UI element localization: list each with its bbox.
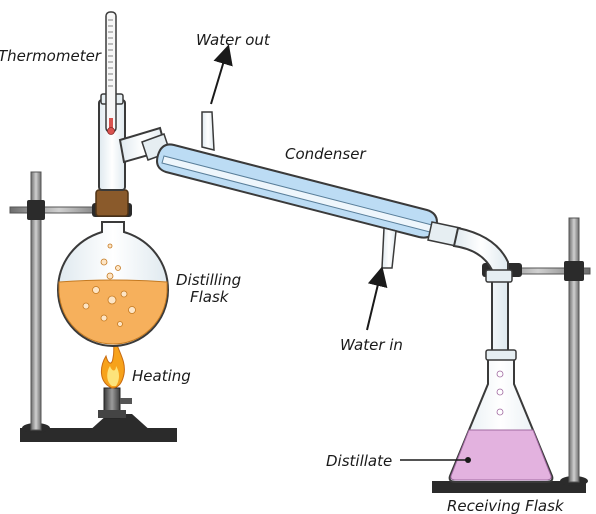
left-clamp-boss (27, 200, 45, 220)
adapter-joint (485, 269, 513, 283)
right-clamp-boss (564, 261, 584, 281)
right-retort-stand (432, 217, 591, 493)
distilling-flask (56, 189, 170, 348)
right-stand-rod (568, 217, 580, 483)
label-thermometer: Thermometer (0, 47, 102, 65)
flame-icon (101, 341, 125, 389)
bunsen-burner (88, 387, 152, 432)
thermometer-bulb (107, 127, 115, 135)
label-receiving-flask: Receiving Flask (447, 497, 565, 514)
right-stand-base (432, 481, 586, 493)
label-water-out: Water out (196, 31, 271, 49)
adapter-bend (452, 226, 509, 353)
flask-rim (485, 349, 517, 361)
label-heating: Heating (132, 367, 191, 385)
receiving-flask (448, 349, 554, 483)
burner-collar (98, 410, 126, 418)
label-distilling-flask-line2: Flask (190, 288, 230, 306)
label-distillate: Distillate (326, 452, 392, 470)
water-in-arrow (366, 266, 388, 331)
thermometer-tube (105, 11, 117, 133)
flask-cork (95, 189, 129, 217)
label-water-in: Water in (340, 336, 403, 354)
condenser-inner-tube (161, 155, 433, 233)
water-in-port (381, 227, 397, 269)
label-distilling-flask-line1: Distilling (176, 271, 241, 289)
burner-gas-inlet (120, 398, 132, 404)
flask-liquid (58, 279, 168, 345)
label-condenser: Condenser (285, 145, 366, 163)
thermometer-mercury (109, 118, 113, 130)
distillate-drops (496, 370, 504, 416)
distillate-liquid (450, 429, 552, 481)
water-out-arrow (210, 44, 233, 105)
distillate-pointer-dot (465, 457, 471, 463)
receiver-adapter (452, 226, 513, 353)
thermometer-scale (108, 19, 113, 87)
thermometer (105, 11, 117, 135)
water-out-port (201, 111, 215, 151)
boiling-bubbles (82, 243, 136, 327)
left-stand-rod (30, 171, 42, 431)
condenser (141, 111, 461, 269)
